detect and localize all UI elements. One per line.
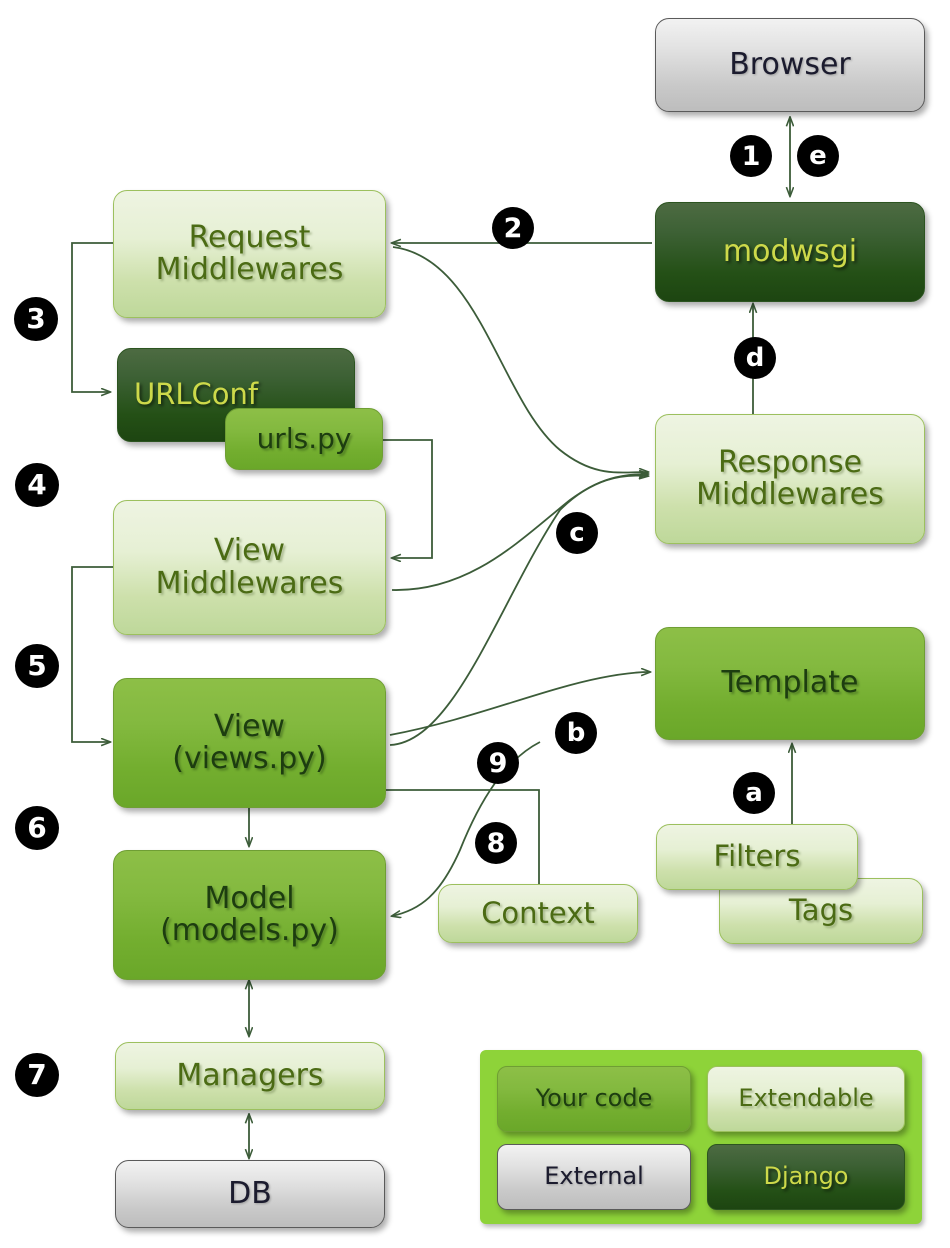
node-managers-label: Managers <box>176 1057 324 1093</box>
badge-5-label: 5 <box>27 649 47 682</box>
node-browser-label: Browser <box>729 46 851 82</box>
badge-d: d <box>734 337 776 379</box>
badge-9: 9 <box>477 742 519 784</box>
node-view-label: View <box>213 708 286 744</box>
legend-item-django-label: Django <box>763 1162 849 1191</box>
node-model-label2: (models.py) <box>160 913 339 948</box>
node-modwsgi-label: modwsgi <box>722 233 858 269</box>
badge-c: c <box>556 512 598 554</box>
node-urls-py-label: urls.py <box>256 421 352 455</box>
node-urls-py[interactable]: urls.py <box>225 408 383 470</box>
badge-5: 5 <box>15 644 59 688</box>
badge-c-label: c <box>569 518 585 548</box>
node-request-middlewares[interactable]: Request Middlewares <box>113 190 386 318</box>
badge-2: 2 <box>492 207 534 249</box>
node-view-middlewares[interactable]: View Middlewares <box>113 500 386 635</box>
node-response-middlewares[interactable]: Response Middlewares <box>655 414 925 544</box>
legend-item-external[interactable]: External <box>497 1144 691 1210</box>
badge-6-label: 6 <box>27 811 47 844</box>
badge-8-label: 8 <box>486 827 506 859</box>
node-db[interactable]: DB <box>115 1160 385 1228</box>
node-managers[interactable]: Managers <box>115 1042 385 1110</box>
legend-item-your-code[interactable]: Your code <box>497 1066 691 1132</box>
node-model-label: Model <box>204 880 295 916</box>
badge-a: a <box>733 772 775 814</box>
badge-4-label: 4 <box>27 468 47 501</box>
legend-item-external-label: External <box>544 1162 644 1191</box>
badge-a-label: a <box>745 778 763 808</box>
badge-1: 1 <box>730 135 772 177</box>
node-view-label2: (views.py) <box>172 741 327 776</box>
badge-d-label: d <box>745 343 765 373</box>
node-model[interactable]: Model (models.py) <box>113 850 386 980</box>
node-request-middlewares-label: Request <box>188 219 311 255</box>
node-request-middlewares-label2: Middlewares <box>155 252 344 287</box>
node-db-label: DB <box>228 1175 272 1211</box>
legend-item-your-code-label: Your code <box>535 1084 653 1113</box>
badge-9-label: 9 <box>488 747 508 779</box>
legend: Your code Extendable External Django <box>480 1050 922 1224</box>
node-context-label: Context <box>481 895 595 930</box>
node-response-middlewares-label: Response <box>717 444 863 480</box>
node-template[interactable]: Template <box>655 627 925 740</box>
badge-1-label: 1 <box>741 140 761 172</box>
badge-b: b <box>555 712 597 754</box>
node-view-middlewares-label: View <box>213 533 286 569</box>
node-modwsgi[interactable]: modwsgi <box>655 202 925 302</box>
node-filters[interactable]: Filters <box>656 824 858 890</box>
badge-6: 6 <box>15 806 59 850</box>
legend-item-extendable[interactable]: Extendable <box>707 1066 905 1132</box>
badge-2-label: 2 <box>503 212 523 244</box>
badge-b-label: b <box>566 718 586 748</box>
node-template-label: Template <box>721 665 859 701</box>
node-tags-label: Tags <box>788 893 854 928</box>
legend-item-django[interactable]: Django <box>707 1144 905 1210</box>
node-view-middlewares-label2: Middlewares <box>155 565 344 601</box>
badge-3-label: 3 <box>26 302 46 335</box>
node-view[interactable]: View (views.py) <box>113 678 386 808</box>
badge-7: 7 <box>15 1053 59 1097</box>
node-context[interactable]: Context <box>438 884 638 943</box>
badge-e-label: e <box>809 141 827 171</box>
node-urlconf-label: URLConf <box>134 377 259 412</box>
badge-e: e <box>797 135 839 177</box>
badge-7-label: 7 <box>27 1058 47 1091</box>
badge-4: 4 <box>15 463 59 507</box>
badge-8: 8 <box>475 822 517 864</box>
badge-3: 3 <box>14 297 58 341</box>
node-response-middlewares-label2: Middlewares <box>696 477 884 512</box>
legend-item-extendable-label: Extendable <box>738 1084 874 1113</box>
node-browser[interactable]: Browser <box>655 18 925 112</box>
node-filters-label: Filters <box>713 839 801 874</box>
